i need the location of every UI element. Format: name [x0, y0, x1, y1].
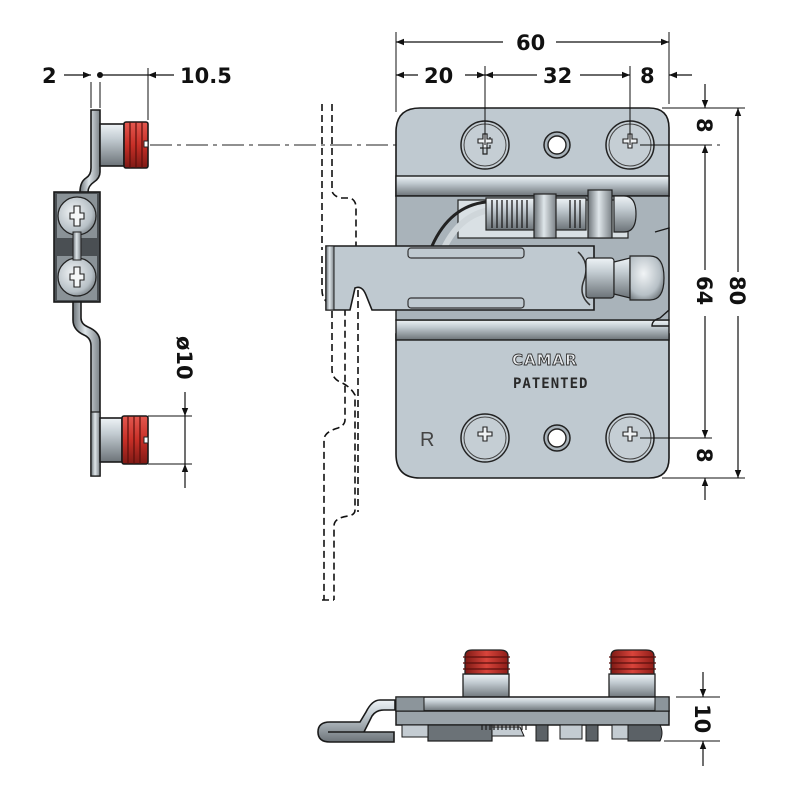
side-flange [79, 109, 101, 199]
dim-right-offset: 8 [640, 64, 655, 88]
dim-overall-height: 80 [725, 276, 749, 305]
hole-bottom-center [543, 424, 571, 452]
dim-hole-spacing-vertical: 64 [692, 276, 716, 305]
hole-top-center [543, 131, 571, 159]
bottom-plug-red-right [610, 649, 655, 675]
front-dimensions: 60 20 32 8 8 64 8 80 [395, 31, 749, 500]
brand-label: CAMAR [512, 351, 578, 369]
patent-label: PATENTED [513, 376, 588, 392]
dim-plug-length: 10.5 [180, 64, 232, 88]
dim-bottom-offset: 8 [692, 448, 716, 463]
dim-flange-thickness: 2 [42, 64, 57, 88]
dim-plug-diameter-group: ø10 [148, 336, 196, 488]
wall-profile-dashed [321, 104, 359, 601]
dim-flange-plug: 2 10.5 [42, 64, 232, 120]
hole-bottom-left [460, 413, 510, 463]
dim-body-depth: 10 [690, 704, 714, 733]
side-view: 2 10.5 ø10 [42, 64, 232, 488]
front-view: CAMAR PATENTED R [325, 107, 670, 479]
bottom-view: 10 [317, 649, 720, 766]
side-mark-label: R [420, 429, 434, 451]
front-lever [325, 245, 595, 311]
dim-plug-diameter: ø10 [172, 336, 196, 380]
side-plug-sleeve-bottom [99, 417, 123, 463]
dim-left-offset: 20 [424, 64, 453, 88]
hole-bottom-right [605, 413, 655, 463]
bottom-plug-red-left [464, 649, 509, 675]
dim-top-offset: 8 [692, 118, 716, 133]
dim-hole-spacing-horizontal: 32 [543, 64, 572, 88]
dim-overall-width: 60 [516, 31, 545, 55]
side-plug-sleeve-top [99, 123, 125, 167]
